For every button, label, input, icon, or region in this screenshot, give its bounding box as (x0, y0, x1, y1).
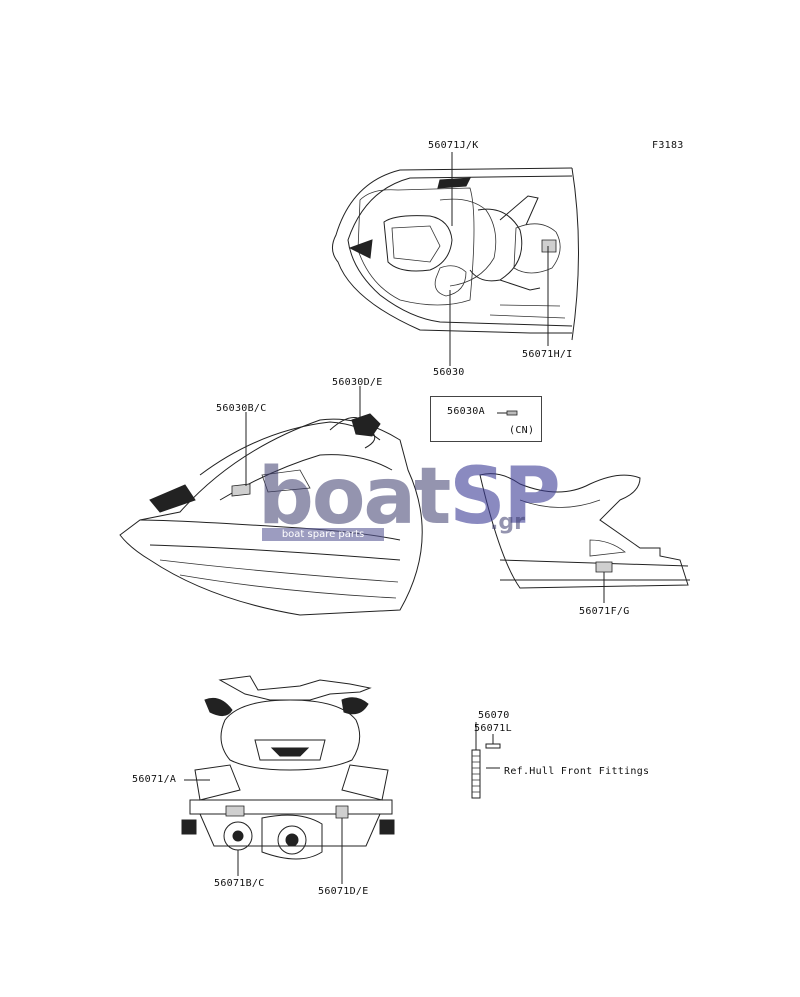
label-56070: 56070 (478, 710, 510, 721)
label-56071jk: 56071J/K (428, 140, 479, 151)
label-56030bc: 56030B/C (216, 403, 267, 414)
label-cn: (CN) (509, 425, 535, 436)
watermark-text-a: boat (258, 452, 451, 542)
label-56071bc: 56071B/C (214, 878, 265, 889)
side-view-stern (479, 473, 690, 589)
label-56030a: 56030A (447, 406, 485, 417)
figure-code: F3183 (652, 140, 684, 151)
label-sticker-icon (497, 410, 518, 416)
label-56071hi: 56071H/I (522, 349, 573, 360)
label-ref-note: Ref.Hull Front Fittings (504, 766, 650, 777)
label-56071l: 56071L (474, 723, 512, 734)
kit-parts (471, 722, 501, 799)
watermark-text-b: SP (449, 452, 560, 542)
label-56071fg: 56071F/G (579, 606, 630, 617)
top-view-jetski (332, 167, 579, 341)
label-56071de: 56071D/E (318, 886, 369, 897)
cn-variant-box: 56030A (CN) (430, 396, 542, 442)
watermark-tagline: boat spare parts (262, 528, 384, 541)
label-56030de: 56030D/E (332, 377, 383, 388)
label-56030: 56030 (433, 367, 465, 378)
watermark-logo: boatSP (258, 458, 561, 536)
watermark-domain: .gr (490, 510, 525, 535)
label-56071a: 56071/A (132, 774, 177, 785)
rear-view-jetski (181, 675, 395, 860)
